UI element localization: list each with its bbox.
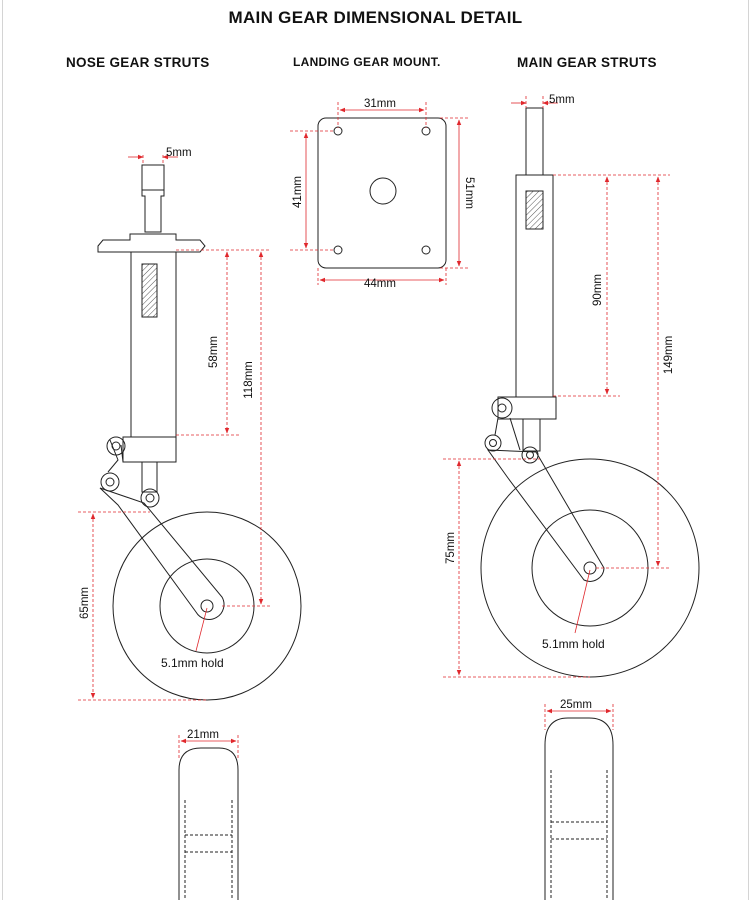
- nose-wheel: [112, 511, 302, 701]
- mount-dimensions: [290, 102, 468, 285]
- main-shaft-width-label: 5mm: [549, 94, 575, 106]
- mount-spacing-x-label: 31mm: [364, 98, 396, 110]
- main-upper-height-label: 90mm: [592, 274, 604, 306]
- nose-shaft-width-label: 5mm: [166, 147, 192, 159]
- main-wheel-diameter-label: 75mm: [445, 532, 457, 564]
- page-border-right: [748, 0, 749, 900]
- nose-hole-label: 5.1mm hold: [161, 656, 224, 670]
- mount-spacing-y-label: 41mm: [292, 176, 304, 208]
- main-tire-width-label: 25mm: [560, 699, 592, 711]
- page-title: MAIN GEAR DIMENSIONAL DETAIL: [228, 8, 523, 27]
- mount-height-label: 51mm: [463, 177, 475, 209]
- main-gear-strut: [484, 107, 605, 582]
- main-total-height-label: 149mm: [663, 336, 675, 374]
- nose-upper-height-label: 58mm: [208, 336, 220, 368]
- main-tire-front-view: [544, 717, 614, 900]
- nose-gear-heading: NOSE GEAR STRUTS: [66, 55, 210, 70]
- nose-tire-front-view: [178, 747, 239, 900]
- nose-total-height-label: 118mm: [243, 361, 255, 399]
- page-border-left: [2, 0, 3, 900]
- mount-plate: [317, 117, 447, 269]
- main-hole-label: 5.1mm hold: [542, 637, 605, 651]
- main-dimensions: [443, 96, 670, 678]
- nose-tire-width-label: 21mm: [187, 729, 219, 741]
- nose-dimensions: [78, 154, 270, 701]
- mount-width-label: 44mm: [364, 278, 396, 290]
- nose-gear-strut: [97, 164, 225, 621]
- nose-tire-width-dim: [178, 735, 239, 760]
- mount-heading: LANDING GEAR MOUNT.: [293, 55, 441, 69]
- nose-wheel-diameter-label: 65mm: [79, 587, 91, 619]
- main-tire-width-dim: [544, 704, 614, 730]
- main-gear-heading: MAIN GEAR STRUTS: [517, 55, 657, 70]
